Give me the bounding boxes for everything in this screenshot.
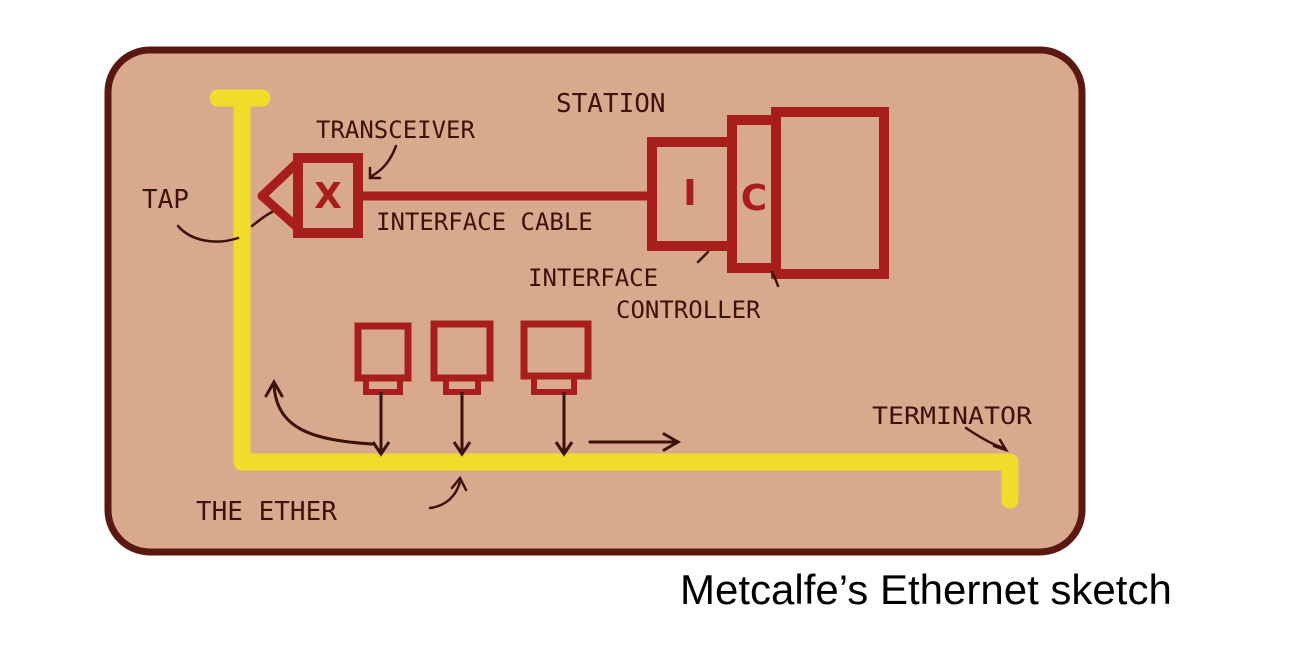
label-tap: TAP — [142, 185, 189, 215]
station: I C — [647, 107, 889, 279]
label-station: STATION — [556, 89, 666, 119]
controller-mark: C — [741, 178, 767, 219]
label-controller: CONTROLLER — [616, 296, 761, 324]
sketch-card — [104, 46, 1086, 556]
figure-caption: Metcalfe’s Ethernet sketch — [680, 566, 1172, 613]
label-interface: INTERFACE — [528, 264, 658, 292]
label-pointers — [176, 144, 1009, 510]
transceiver-mark: X — [314, 176, 342, 217]
attached-station-2 — [430, 320, 494, 457]
attached-station-3 — [520, 320, 592, 457]
label-transceiver: TRANSCEIVER — [316, 116, 475, 144]
ether-cable — [209, 89, 1019, 509]
label-the-ether: THE ETHER — [196, 497, 337, 527]
attached-station-1 — [354, 322, 412, 457]
propagation-arrows — [264, 378, 682, 452]
label-terminator: TERMINATOR — [872, 402, 1033, 430]
host-box — [771, 107, 889, 279]
label-interface-cable: INTERFACE CABLE — [376, 208, 593, 236]
interface-mark: I — [683, 173, 696, 214]
